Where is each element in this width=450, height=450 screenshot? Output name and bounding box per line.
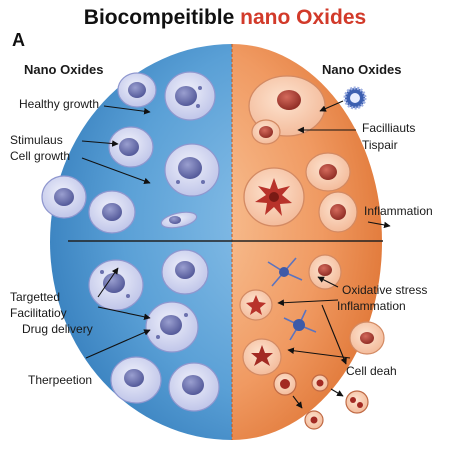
label-facilitatioy: Facilitatioy [10,306,67,320]
label-oxidative-stress: Oxidative stress [342,283,428,297]
drug-delivery-cell [110,356,162,404]
arrow [330,388,344,397]
label-inflammation-bottom: Inflammation [337,299,406,313]
healthy-cell [88,190,136,234]
apoptotic-cell [305,152,351,192]
arrow [287,347,351,359]
drug-delivery-cell [168,362,220,412]
label-cell-death: Cell deah [346,364,397,378]
drug-delivery-cell [88,259,144,311]
drug-delivery-cell [145,301,199,353]
healthy-cell [164,71,216,121]
label-healthy-growth: Healthy growth [19,97,100,111]
arrow [319,100,344,112]
neuron-cell [283,309,317,341]
arrow [367,221,391,229]
inflamed-cell [308,254,342,290]
arrow [97,267,119,298]
arrow [292,395,303,409]
label-inflammation-top: Inflammation [364,204,433,218]
arrow [81,140,119,147]
label-tispair: Tispair [362,138,398,152]
label-therpeetion: Therpeetion [28,373,93,387]
arrow [103,105,151,115]
dead-cell-fragment [311,374,329,392]
nanoparticle-icon [343,86,367,110]
right-header: Nano Oxides [322,62,402,77]
label-facilliauts: Facilliauts [362,121,416,135]
label-cell-growth: Cell growth [10,149,71,163]
healthy-cell [108,126,154,168]
label-targetted: Targetted [10,290,61,304]
arrow [81,157,151,185]
label-drug-delivery: Drug delivery [22,322,93,336]
arrow [97,306,151,320]
damaged-cell [318,191,358,233]
arrow [85,329,151,359]
neuron-cell [267,257,303,287]
arrow [321,304,347,365]
label-stimulaus: Stimulaus [10,133,63,147]
healthy-cell [164,143,220,197]
inflamed-cell [243,167,305,227]
title-part-2: nano Oxides [240,6,367,29]
panel-letter: A [12,30,25,50]
dead-cell-fragment [304,410,324,430]
healthy-cell [117,72,157,108]
dying-cell [242,338,282,376]
elongated-cell [160,211,198,229]
dead-cell-fragment [345,390,369,414]
dead-cell-fragment [273,372,297,396]
title-part-1: Biocompeitible [83,6,235,29]
arrow [317,276,339,288]
left-header: Nano Oxides [24,62,104,77]
healthy-cell [41,175,87,219]
inflamed-cell [239,289,273,321]
drug-delivery-cell [161,249,209,295]
diagram-title: Biocompeitible nano Oxides [0,6,450,30]
arrow [277,299,339,306]
dying-cell [349,321,385,355]
